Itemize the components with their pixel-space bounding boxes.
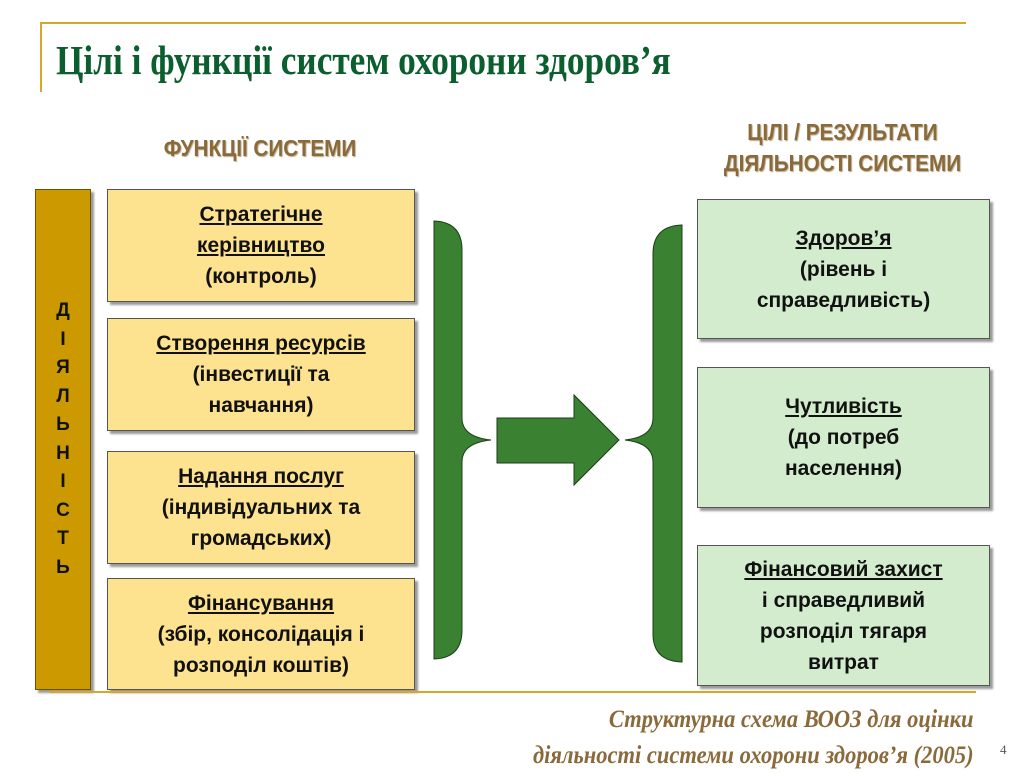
goal-detail: справедливість)	[756, 288, 931, 312]
goal-box-health: Здоров’я (рівень і справедливість)	[697, 199, 990, 339]
goal-detail: витрат	[808, 650, 879, 674]
caption-line: Структурна схема ВООЗ для оцінки	[609, 706, 974, 733]
left-rule	[40, 22, 42, 92]
goal-detail: розподіл тягаря	[759, 619, 928, 643]
top-rule	[40, 22, 966, 24]
function-detail: громадських)	[190, 527, 332, 550]
function-detail: навчання)	[208, 394, 314, 417]
function-box-financing: Фінансування (збір, консолідація і розпо…	[107, 578, 415, 690]
goal-title: Здоров’я	[795, 226, 892, 250]
goal-detail: і справедливий	[761, 588, 926, 612]
function-box-services: Надання послуг (індивідуальних та громад…	[107, 451, 415, 564]
function-title: Стратегічне	[199, 203, 323, 226]
function-title: Фінансування	[187, 591, 335, 615]
activity-letter: Д	[56, 300, 70, 321]
goals-heading-line: ДІЯЛЬНОСТІ СИСТЕМИ	[723, 150, 962, 176]
function-detail: (збір, консолідація і	[157, 622, 365, 646]
function-title: Надання послуг	[178, 465, 344, 488]
function-detail: розподіл коштів)	[173, 653, 349, 677]
activity-letter: Ь	[56, 414, 70, 435]
goal-detail: населення)	[784, 457, 903, 480]
function-box-strategic: Стратегічне керівництво (контроль)	[107, 189, 415, 302]
activity-letter: І	[60, 328, 66, 350]
goal-box-responsiveness: Чутливість (до потреб населення)	[697, 367, 990, 508]
right-arrow	[496, 393, 620, 487]
goal-box-financial-protection: Фінансовий захист і справедливий розподі…	[697, 545, 990, 686]
goal-title: Чутливість	[785, 395, 902, 418]
function-detail: (контроль)	[205, 265, 317, 288]
activity-letter: Л	[56, 385, 70, 407]
caption-line: діяльності системи охорони здоров’я (200…	[533, 742, 974, 769]
right-brace	[624, 224, 683, 663]
function-detail: (інвестиції та	[192, 363, 330, 386]
function-detail: (індивідуальних та	[161, 496, 361, 519]
goal-detail: (рівень і	[799, 257, 888, 281]
goals-heading: ЦІЛІ / РЕЗУЛЬТАТИ ДІЯЛЬНОСТІ СИСТЕМИ	[687, 117, 998, 179]
goals-heading-line: ЦІЛІ / РЕЗУЛЬТАТИ	[747, 119, 938, 145]
page-number: 4	[1000, 742, 1007, 757]
function-title: Створення ресурсів	[156, 332, 366, 355]
activity-letter: І	[60, 471, 66, 492]
activity-letter: Н	[56, 442, 70, 464]
left-brace	[433, 220, 492, 660]
functions-heading: ФУНКЦІЇ СИСТЕМИ	[125, 133, 395, 164]
activity-letter: Ь	[56, 556, 70, 578]
goal-title: Фінансовий захист	[744, 557, 943, 581]
goal-detail: (до потреб	[787, 426, 900, 449]
function-title: керівництво	[196, 234, 325, 257]
activity-letter: Я	[56, 357, 70, 378]
activity-letter: Т	[57, 528, 69, 549]
activity-letter: С	[56, 499, 70, 521]
function-box-resources: Створення ресурсів (інвестиції та навчан…	[107, 318, 415, 431]
functions-heading-text: ФУНКЦІЇ СИСТЕМИ	[163, 135, 357, 161]
page-title: Цілі і функції систем охорони здоров’я	[56, 37, 671, 83]
bottom-rule	[50, 691, 976, 693]
source-caption: Структурна схема ВООЗ для оцінки діяльно…	[533, 702, 974, 774]
